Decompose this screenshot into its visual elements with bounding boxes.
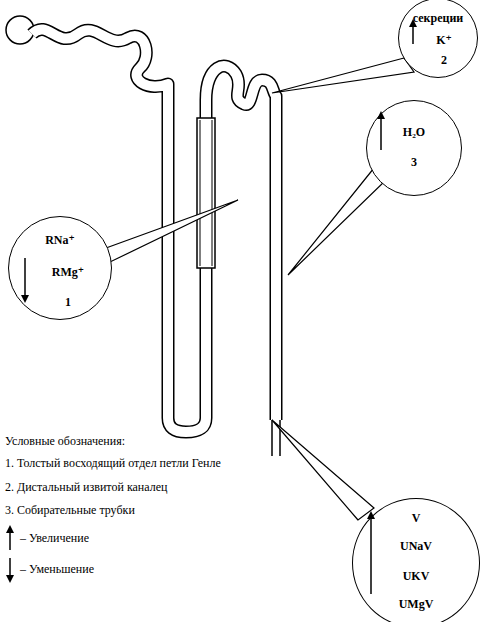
legend-key-item: 2. Дистальный извитой каналец bbox=[5, 480, 167, 494]
callout-text: 1 bbox=[17, 295, 119, 309]
callout-text: UNaV bbox=[353, 539, 479, 553]
legend-text: – Уменьшение bbox=[20, 562, 94, 576]
thick-ascending-limb bbox=[197, 118, 215, 268]
legend-text: – Увеличение bbox=[20, 531, 89, 545]
callout-pointer bbox=[272, 420, 374, 520]
callout-circle: H₂O 3 bbox=[366, 100, 462, 196]
callout-pointer bbox=[106, 200, 238, 262]
callout-circle: секрецииK⁺ 2 bbox=[398, 0, 478, 78]
legend-down-arrow-head bbox=[6, 575, 14, 583]
increase-arrow bbox=[380, 116, 382, 150]
callout-circle: V UNaV UKV UMgV bbox=[352, 498, 480, 622]
increase-arrow-head bbox=[377, 111, 385, 119]
decrease-arrow-head bbox=[21, 295, 29, 303]
decrease-arrow bbox=[24, 258, 26, 298]
callout-pointer bbox=[272, 58, 414, 93]
callout-text: UKV bbox=[353, 569, 479, 583]
legend-key-item: 1. Толстый восходящий отдел петли Генле bbox=[5, 456, 221, 470]
increase-arrow-head bbox=[409, 19, 417, 27]
legend-key-item: 3. Собирательные трубки bbox=[5, 503, 135, 517]
callout-text: RMg⁺ bbox=[17, 265, 119, 279]
increase-arrow bbox=[370, 516, 372, 594]
callout-pointer bbox=[288, 168, 386, 275]
callout-text: UMgV bbox=[353, 597, 479, 611]
duct-tail bbox=[271, 420, 273, 456]
legend-heading: Условные обозначения: bbox=[5, 434, 125, 448]
callout-text: V bbox=[353, 511, 479, 525]
legend-up-arrow-head bbox=[6, 525, 14, 533]
callout-text: RNa⁺ bbox=[9, 233, 111, 247]
callout-text: 2 bbox=[405, 53, 480, 67]
callout-text: H₂O bbox=[367, 125, 461, 139]
callout-text: секреции bbox=[399, 11, 477, 25]
callout-text: K⁺ bbox=[405, 33, 480, 47]
thick-limb-inner bbox=[212, 120, 213, 266]
increase-arrow bbox=[412, 24, 414, 44]
increase-arrow-head bbox=[367, 511, 375, 519]
callout-circle: RNa⁺RMg⁺1 bbox=[8, 216, 112, 320]
duct-tail bbox=[279, 420, 281, 456]
thick-limb-inner bbox=[200, 120, 201, 266]
callout-text: 3 bbox=[367, 155, 461, 169]
